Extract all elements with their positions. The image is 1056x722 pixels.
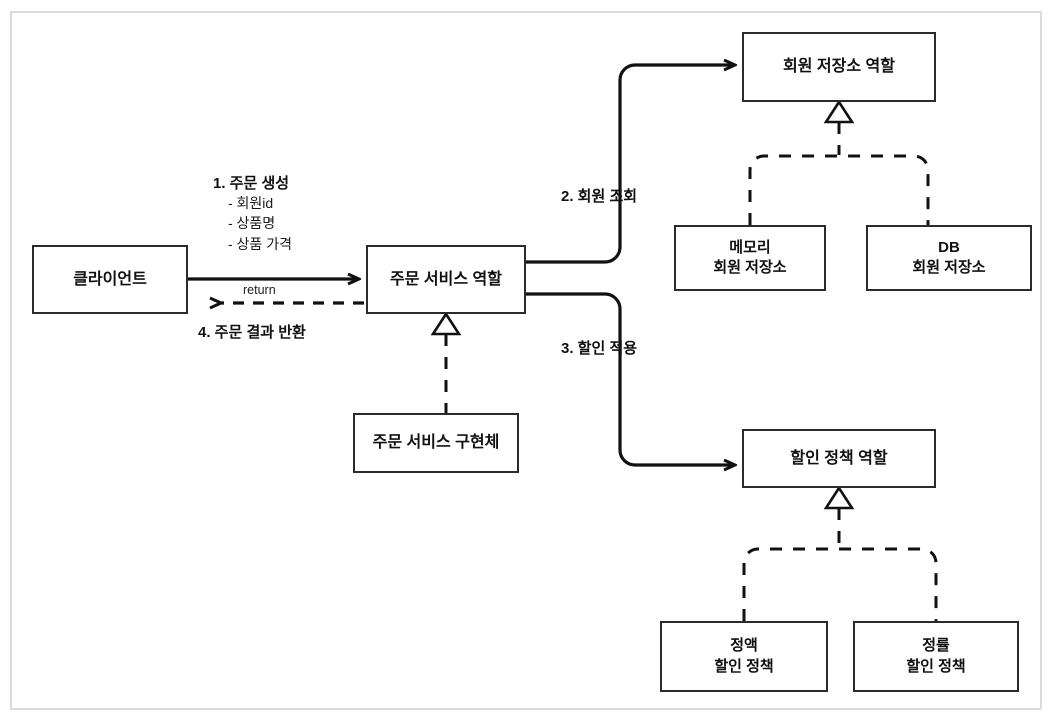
edge-label-create-order-title: 1. 주문 생성	[213, 175, 290, 192]
edge-label-return-tag: return	[243, 283, 276, 297]
node-rate-discount-policy[interactable]: 정률 할인 정책	[853, 621, 1019, 692]
node-order-service-role[interactable]: 주문 서비스 역할	[366, 245, 526, 314]
node-db-member-repository[interactable]: DB 회원 저장소	[866, 225, 1032, 291]
node-label-line1: 메모리	[729, 238, 771, 256]
node-label-line2: 할인 정책	[714, 657, 774, 675]
node-label-line2: 회원 저장소	[912, 259, 986, 276]
edge-member-query	[526, 65, 734, 264]
node-label-line2: 할인 정책	[906, 657, 966, 675]
diagram-frame	[10, 11, 1042, 710]
realization-order-service	[430, 311, 462, 413]
node-discount-policy-role[interactable]: 할인 정책 역할	[742, 429, 936, 488]
edge-label-member-query: 2. 회원 조회	[561, 188, 638, 205]
node-client[interactable]: 클라이언트	[32, 245, 188, 314]
node-fixed-discount-policy[interactable]: 정액 할인 정책	[660, 621, 828, 692]
node-order-service-impl[interactable]: 주문 서비스 구현체	[353, 413, 519, 473]
node-memory-member-repository[interactable]: 메모리 회원 저장소	[674, 225, 826, 291]
node-label-line2: 회원 저장소	[713, 259, 787, 276]
node-label-line1: 정률	[922, 637, 950, 655]
edge-label-return-result-title: 4. 주문 결과 반환	[198, 324, 306, 341]
node-label-line1: 정액	[730, 637, 758, 655]
node-member-repository-role[interactable]: 회원 저장소 역할	[742, 32, 936, 102]
edge-label-create-order-args: - 회원id - 상품명 - 상품 가격	[228, 195, 292, 252]
realization-discount-policy	[742, 485, 938, 621]
node-label-line1: DB	[938, 238, 960, 256]
realization-member-repository	[748, 99, 930, 225]
edge-label-discount-apply: 3. 할인 적용	[561, 340, 638, 357]
edge-discount-apply	[526, 292, 734, 465]
